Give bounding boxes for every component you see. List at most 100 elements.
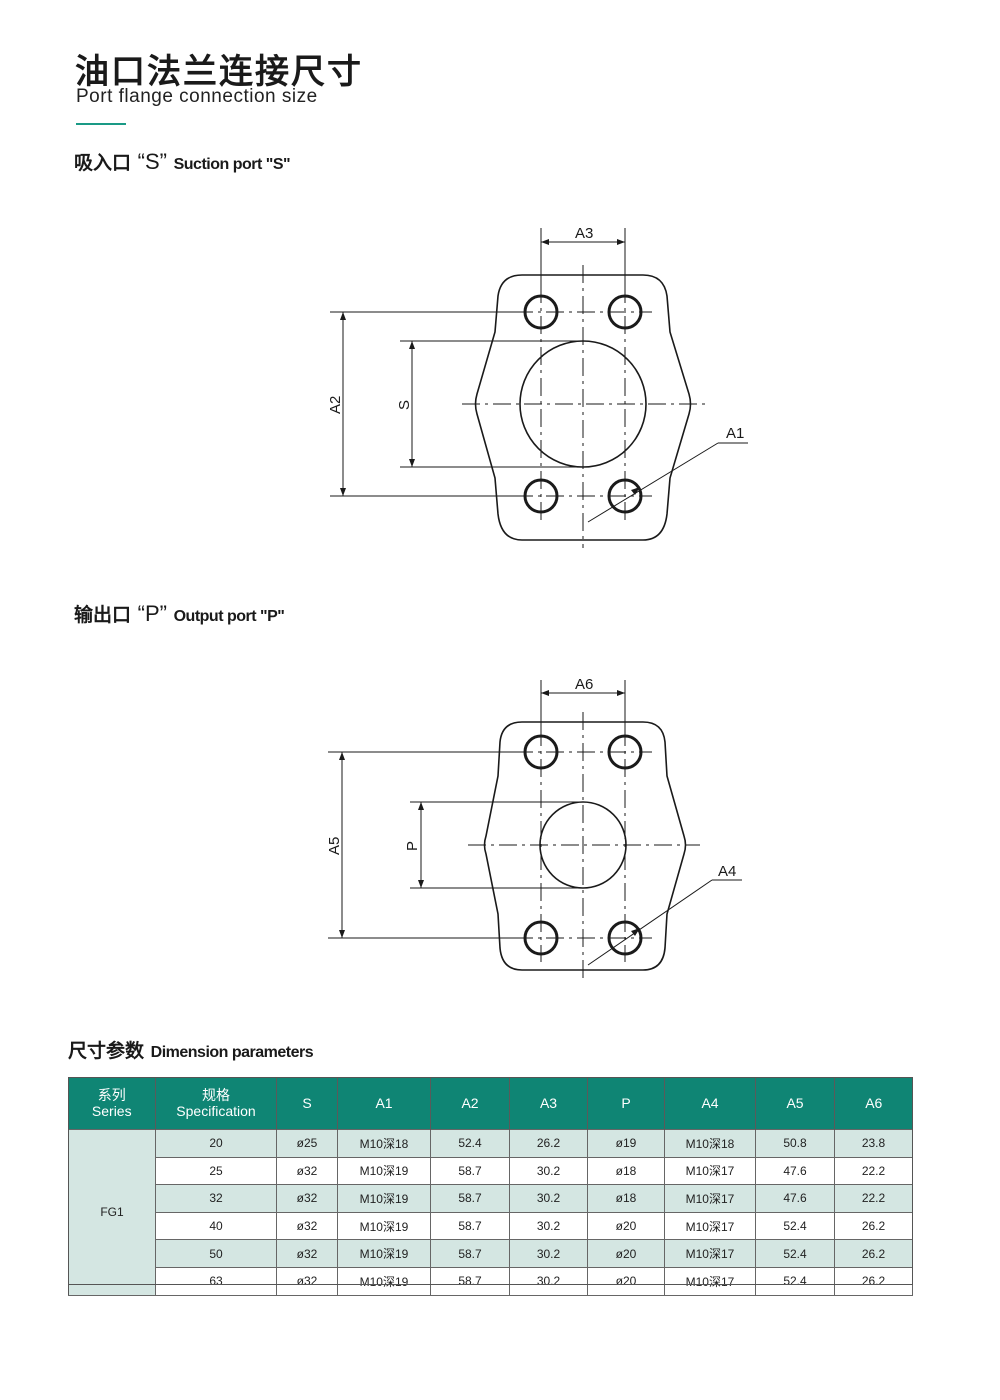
params-label-cn: 尺寸参数 bbox=[68, 1040, 145, 1062]
suction-flange-drawing: A3 A1 A2 S bbox=[327, 225, 748, 548]
table-cell: 63 bbox=[155, 1266, 277, 1296]
suction-port-letter: “S” bbox=[137, 149, 167, 174]
centerlines bbox=[462, 265, 705, 548]
table-cell: 47.6 bbox=[755, 1156, 835, 1186]
table-cell: M10深18 bbox=[664, 1129, 756, 1158]
suction-heading: 吸入口 “S” Suction port "S" bbox=[74, 148, 291, 175]
table-cell: ø20 bbox=[587, 1239, 665, 1268]
output-flange-drawing: A6 A4 A5 P bbox=[326, 676, 742, 978]
table-cell: 47.6 bbox=[755, 1184, 835, 1213]
table-cell: 58.7 bbox=[430, 1239, 510, 1268]
page-subtitle: Port flange connection size bbox=[76, 86, 318, 107]
table-cell: ø32 bbox=[276, 1211, 338, 1241]
dim-label-a6: A6 bbox=[575, 676, 593, 693]
col-header-p: P bbox=[587, 1077, 665, 1130]
table-cell: 26.2 bbox=[834, 1266, 913, 1296]
table-cell: 32 bbox=[155, 1184, 277, 1213]
suction-label-cn: 吸入口 bbox=[74, 152, 132, 174]
table-cell: ø25 bbox=[276, 1129, 338, 1158]
col-header-s: S bbox=[276, 1077, 338, 1130]
suction-label-en: Suction port "S" bbox=[173, 156, 291, 173]
table-cell: ø18 bbox=[587, 1156, 665, 1186]
table-cell: M10深17 bbox=[664, 1211, 756, 1241]
col-header-a6: A6 bbox=[834, 1077, 913, 1130]
page-title: 油口法兰连接尺寸 bbox=[75, 52, 363, 92]
table-cell: 30.2 bbox=[509, 1211, 588, 1241]
table-cell: ø19 bbox=[587, 1129, 665, 1158]
table-cell: M10深19 bbox=[337, 1266, 431, 1296]
table-cell: 52.4 bbox=[430, 1129, 510, 1158]
dim-label-s: S bbox=[396, 400, 413, 410]
flange-outline bbox=[474, 274, 692, 541]
table-cell: 25 bbox=[155, 1156, 277, 1186]
dim-label-a5: A5 bbox=[326, 837, 343, 855]
table-cell: 52.4 bbox=[755, 1239, 835, 1268]
table-cell: 52.4 bbox=[755, 1266, 835, 1296]
table-cell: 58.7 bbox=[430, 1266, 510, 1296]
col-header-a4: A4 bbox=[664, 1077, 756, 1130]
table-cell: 26.2 bbox=[509, 1129, 588, 1158]
table-cell: 58.7 bbox=[430, 1211, 510, 1241]
table-cell: 23.8 bbox=[834, 1129, 913, 1158]
table-cell: M10深17 bbox=[664, 1266, 756, 1296]
flange-outline bbox=[483, 721, 687, 971]
table-cell: 40 bbox=[155, 1211, 277, 1241]
table-cell: M10深19 bbox=[337, 1156, 431, 1186]
table-cell: M10深17 bbox=[664, 1239, 756, 1268]
table-cell: 58.7 bbox=[430, 1156, 510, 1186]
output-heading: 输出口 “P” Output port "P" bbox=[74, 600, 285, 627]
table-cell: 26.2 bbox=[834, 1239, 913, 1268]
table-cell: 30.2 bbox=[509, 1266, 588, 1296]
table-cell: ø32 bbox=[276, 1239, 338, 1268]
table-cell: M10深19 bbox=[337, 1184, 431, 1213]
dim-label-a4: A4 bbox=[718, 863, 736, 880]
title-divider bbox=[76, 123, 126, 125]
params-label-en: Dimension parameters bbox=[150, 1044, 314, 1061]
table-cell: ø32 bbox=[276, 1156, 338, 1186]
table-cell: ø32 bbox=[276, 1266, 338, 1296]
table-cell: 26.2 bbox=[834, 1211, 913, 1241]
table-cell: M10深19 bbox=[337, 1239, 431, 1268]
table-cell: 22.2 bbox=[834, 1184, 913, 1213]
table-cell: 20 bbox=[155, 1129, 277, 1158]
dim-label-a2: A2 bbox=[327, 396, 344, 414]
dim-label-a1: A1 bbox=[726, 425, 744, 442]
table-cell: 30.2 bbox=[509, 1184, 588, 1213]
table-cell: ø20 bbox=[587, 1266, 665, 1296]
output-port-letter: “P” bbox=[137, 601, 167, 626]
table-cell: M10深17 bbox=[664, 1156, 756, 1186]
dim-label-p: P bbox=[404, 841, 421, 851]
output-label-cn: 输出口 bbox=[74, 604, 132, 626]
col-header-a2: A2 bbox=[430, 1077, 510, 1130]
col-header-a1: A1 bbox=[337, 1077, 431, 1130]
table-cell: M10深17 bbox=[664, 1184, 756, 1213]
dim-label-a3: A3 bbox=[575, 225, 593, 242]
table-cell: M10深18 bbox=[337, 1129, 431, 1158]
series-cell: FG1 bbox=[68, 1129, 156, 1296]
col-header-a5: A5 bbox=[755, 1077, 835, 1130]
table-cell: 52.4 bbox=[755, 1211, 835, 1241]
table-cell: ø32 bbox=[276, 1184, 338, 1213]
table-cell: 50 bbox=[155, 1239, 277, 1268]
params-heading: 尺寸参数 Dimension parameters bbox=[68, 1036, 314, 1063]
table-cell: 22.2 bbox=[834, 1156, 913, 1186]
table-cell: ø20 bbox=[587, 1211, 665, 1241]
table-cell: 30.2 bbox=[509, 1156, 588, 1186]
col-header-a3: A3 bbox=[509, 1077, 588, 1130]
centerlines bbox=[468, 712, 700, 978]
table-cell: 50.8 bbox=[755, 1129, 835, 1158]
table-cell: 30.2 bbox=[509, 1239, 588, 1268]
table-cell: M10深19 bbox=[337, 1211, 431, 1241]
output-label-en: Output port "P" bbox=[173, 608, 285, 625]
